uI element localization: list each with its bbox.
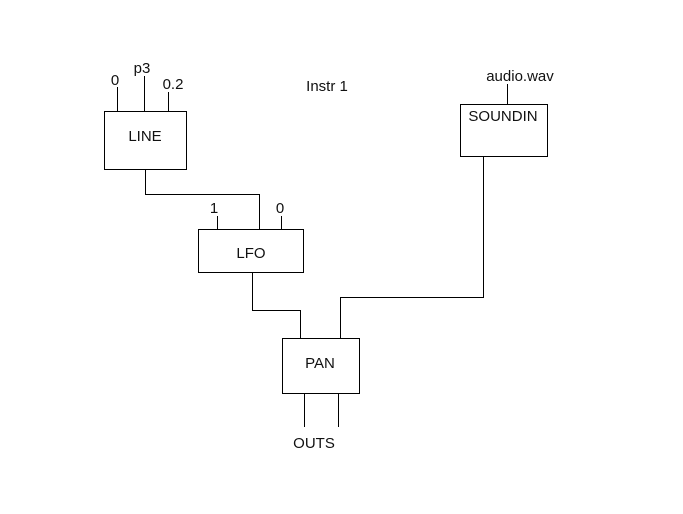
node-soundin: SOUNDIN <box>460 104 548 157</box>
instrument-title: Instr 1 <box>306 78 348 95</box>
node-soundin-box <box>460 104 548 157</box>
lfo-input-label-0: 0 <box>276 200 284 217</box>
wire-lfo-to-pan <box>252 272 301 338</box>
node-line-label: LINE <box>128 128 161 145</box>
node-line: LINE <box>104 111 187 170</box>
wire-soundin-to-pan <box>340 156 484 338</box>
node-pan: PAN <box>282 338 360 394</box>
node-soundin-label: SOUNDIN <box>468 108 537 125</box>
lfo-input-label-1: 1 <box>210 200 218 217</box>
line-input-label-p3: p3 <box>134 60 151 77</box>
node-line-box <box>104 111 187 170</box>
line-input-label-0: 0 <box>111 72 119 89</box>
node-lfo-box <box>198 229 304 273</box>
node-pan-label: PAN <box>305 355 335 372</box>
node-pan-box <box>282 338 360 394</box>
wire-line-to-lfo <box>145 170 260 229</box>
node-lfo: LFO <box>198 229 304 273</box>
outs-label: OUTS <box>293 435 335 452</box>
line-input-label-0-2: 0.2 <box>163 76 184 93</box>
node-lfo-label: LFO <box>236 245 265 262</box>
soundin-input-label-audiowav: audio.wav <box>486 68 554 85</box>
